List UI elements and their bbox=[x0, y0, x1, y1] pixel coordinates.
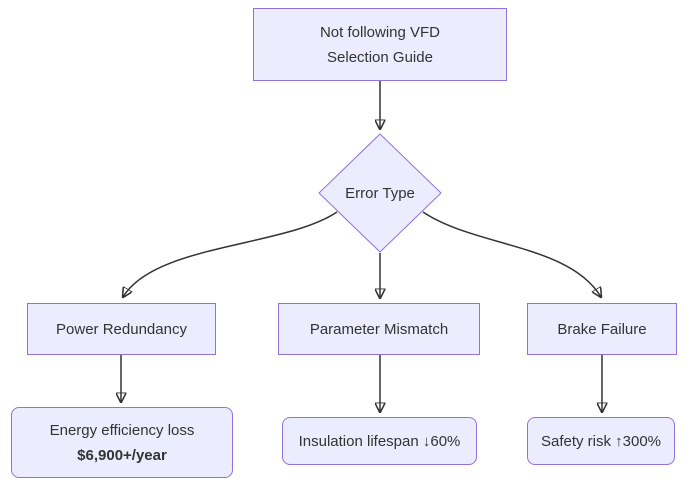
node-root-label: Not following VFD Selection Guide bbox=[319, 23, 441, 66]
node-brake-failure-label: Brake Failure bbox=[557, 320, 647, 338]
node-decision-label: Error Type bbox=[345, 184, 415, 202]
node-insulation-lifespan: Insulation lifespan ↓60% bbox=[282, 417, 477, 465]
node-energy-loss: Energy efficiency loss $6,900+/year bbox=[11, 407, 233, 478]
node-insulation-lifespan-label: Insulation lifespan ↓60% bbox=[298, 432, 461, 450]
node-energy-loss-label: Energy efficiency loss $6,900+/year bbox=[44, 418, 201, 468]
edge-decision-to-power-redundancy bbox=[123, 211, 338, 297]
node-parameter-mismatch-label: Parameter Mismatch bbox=[309, 320, 449, 338]
energy-loss-line1: Energy efficiency loss bbox=[49, 421, 195, 439]
node-decision: Error Type bbox=[318, 133, 442, 253]
node-safety-risk-label: Safety risk ↑300% bbox=[540, 432, 662, 450]
edge-decision-to-brake-failure bbox=[422, 211, 601, 297]
decision-diamond-shape bbox=[318, 133, 442, 253]
node-parameter-mismatch: Parameter Mismatch bbox=[278, 303, 480, 355]
energy-loss-line2: $6,900+/year bbox=[77, 446, 167, 464]
node-root: Not following VFD Selection Guide bbox=[253, 8, 507, 81]
node-power-redundancy-label: Power Redundancy bbox=[56, 320, 187, 338]
node-brake-failure: Brake Failure bbox=[527, 303, 677, 355]
node-power-redundancy: Power Redundancy bbox=[27, 303, 216, 355]
node-safety-risk: Safety risk ↑300% bbox=[527, 417, 675, 465]
